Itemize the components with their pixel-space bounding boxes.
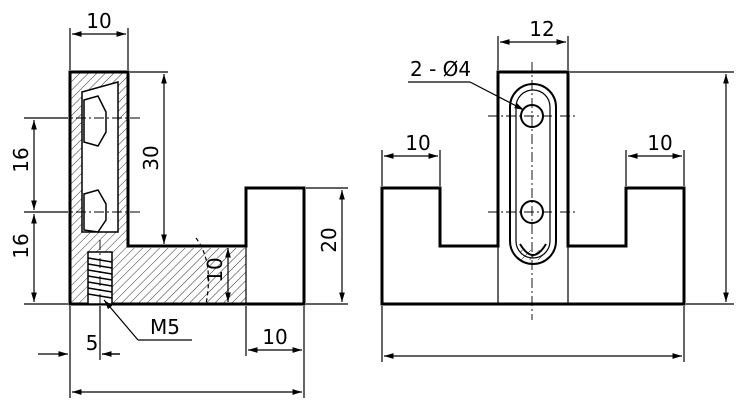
holes-label: 2 - Ø4 xyxy=(410,57,471,81)
slot-bottom-hatch xyxy=(520,250,546,260)
dim-left-step: 10 xyxy=(405,131,430,155)
right-front-view: 12 2 - Ø4 10 10 xyxy=(380,17,734,362)
dim-block-width: 10 xyxy=(262,325,287,349)
slot xyxy=(509,83,557,265)
dim-step-height: 10 xyxy=(203,257,227,282)
dim-block-height: 20 xyxy=(317,227,341,252)
dim-right-step: 10 xyxy=(647,131,672,155)
break-line xyxy=(195,237,210,305)
upper-countersink xyxy=(83,95,107,147)
left-section-view: 10 16 16 30 10 20 5 M5 xyxy=(9,9,348,398)
left-outline xyxy=(68,70,306,306)
dim-top-width-12: 12 xyxy=(529,17,554,41)
thread-label: M5 xyxy=(150,315,180,339)
dim-height-upper: 16 xyxy=(9,147,33,172)
holes-leader xyxy=(469,81,525,111)
dim-height-lower: 16 xyxy=(9,233,33,258)
m5-leader xyxy=(103,299,139,341)
dim-top-width: 10 xyxy=(86,9,111,33)
dim-vertical-30: 30 xyxy=(139,145,163,170)
lower-countersink xyxy=(83,189,107,233)
dim-offset-5: 5 xyxy=(86,331,99,355)
